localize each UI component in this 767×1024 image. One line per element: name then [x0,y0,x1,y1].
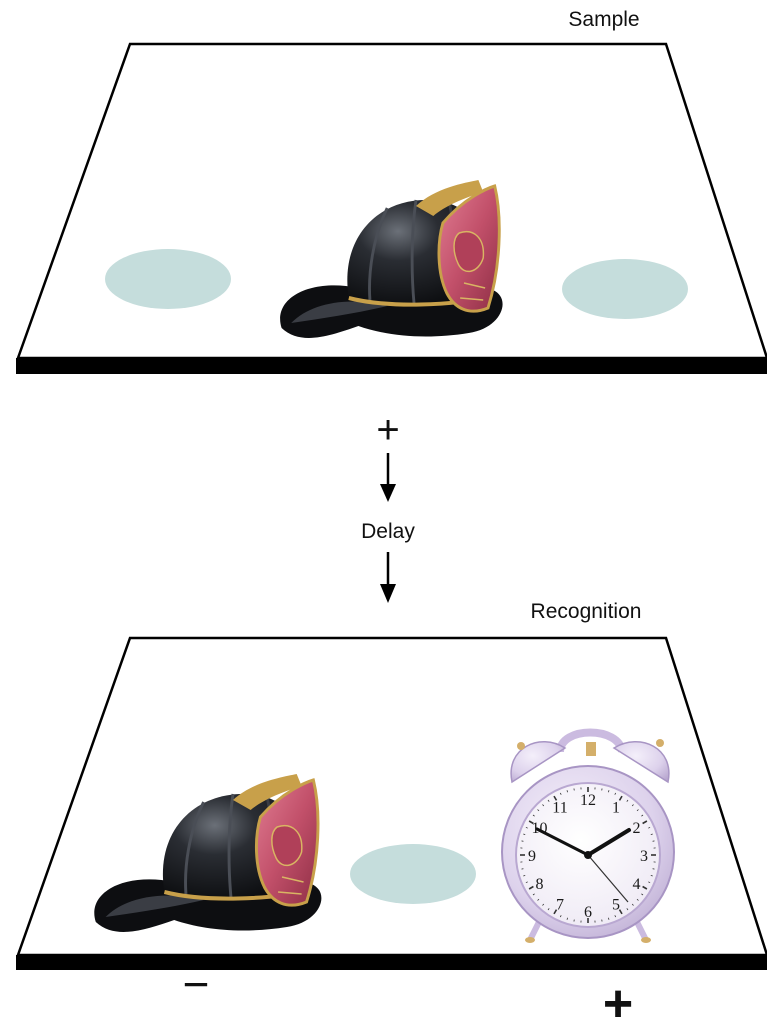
clock-tick [626,908,629,911]
clock-numeral: 5 [612,897,620,914]
clock-tick [618,909,623,915]
clock-tick [648,881,651,884]
clock-tick [553,909,558,915]
clock-tick [537,809,540,812]
clock-tick [559,915,562,918]
clock-numeral: 9 [528,848,536,865]
clock-tick [532,893,535,896]
flow-indicators: + Delay [361,408,415,603]
correct-plus-sign: + [603,975,633,1024]
clock-tick [642,820,648,825]
clock-numeral: 1 [612,800,620,817]
clock-numeral: 2 [633,820,641,837]
clock-tick [636,898,639,901]
clock-tick [650,833,653,835]
clock-tick [566,790,568,793]
clock-tick [566,917,568,920]
clock-tick [641,893,644,896]
clock-tick [608,917,610,920]
clock-numeral: 6 [584,904,592,921]
clock-tick [523,875,526,877]
clock-tick [542,804,545,807]
clock-tick [642,885,648,890]
clock-tick [631,903,634,906]
recognition-title: Recognition [531,600,642,623]
clock-tick [523,833,526,835]
clock-numeral: 8 [536,876,544,893]
clock-tick [537,898,540,901]
clock-numeral: 12 [580,792,596,809]
delay-label: Delay [361,520,415,543]
reward-plus-sign: + [376,408,399,452]
clock-minute-hand [535,827,590,857]
clock-tick [559,792,562,795]
clock-tick [608,790,610,793]
clock-numeral: 11 [552,800,567,817]
down-arrow-1 [380,453,396,502]
clock-tick [618,795,623,801]
sample-tray-edge [16,358,767,374]
clock-tick [631,804,634,807]
clock-tick [648,826,651,829]
clock-tick [547,799,550,802]
clock-second-hand [587,854,629,903]
clock-tick [532,814,535,817]
clock-numeral: 4 [633,876,641,893]
clock-tick [650,875,653,877]
clock-tick [614,792,617,795]
clock-tick [614,915,617,918]
clock-numeral: 7 [556,897,564,914]
clock-tick [542,903,545,906]
clock-tick [528,820,534,825]
clock-tick [636,809,639,812]
clock-tick [528,885,534,890]
clock-tick [626,799,629,802]
clock-tick [641,814,644,817]
food-well-center [350,844,476,904]
recognition-tray-edge [16,955,767,970]
incorrect-minus-sign: − [183,958,210,1010]
down-arrow-2 [380,552,396,603]
clock-tick [525,826,528,829]
food-well-right [562,259,688,319]
sample-title: Sample [568,8,639,31]
clock-tick [553,795,558,801]
clock-hour-hand [586,828,631,857]
sample-panel: Sample [16,8,767,374]
clock-tick [525,881,528,884]
food-well-left [105,249,231,309]
clock-numeral: 3 [640,848,648,865]
clock-tick [547,908,550,911]
